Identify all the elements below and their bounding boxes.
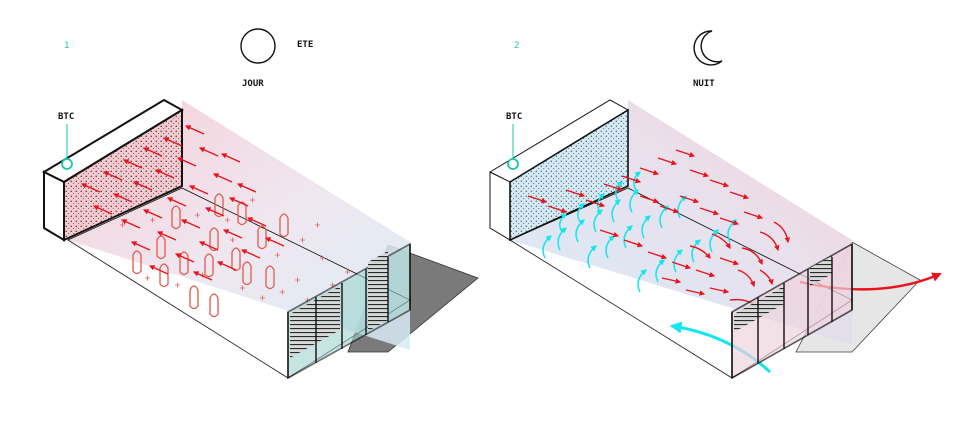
season-label: ETE <box>297 40 313 50</box>
wall-unit-front <box>43 170 65 242</box>
panel-number: 1 <box>64 41 69 51</box>
panel-1: 1 JOUR ETE BTC <box>41 28 479 380</box>
cool-air-arrows <box>542 171 737 293</box>
facade-mullions <box>731 244 853 378</box>
wall-unit-radiant-face <box>509 108 629 242</box>
moon-icon <box>693 30 723 66</box>
cool-air-inflow-arrow <box>669 321 772 374</box>
facade-louvre-left <box>734 286 784 332</box>
sun-icon <box>240 28 276 64</box>
wall-unit-front <box>489 171 511 241</box>
warm-air-arrows <box>80 125 285 281</box>
facade-mullions <box>287 244 411 378</box>
facade-louvre-left <box>290 286 340 358</box>
facade-louvre-right <box>368 251 388 331</box>
occupants <box>132 193 289 318</box>
panel-2: 2 NUIT BTC <box>488 30 942 380</box>
unit-label: BTC <box>506 112 522 122</box>
panel-number: 2 <box>514 41 519 51</box>
period-label: NUIT <box>693 79 715 89</box>
heat-points <box>120 197 350 303</box>
sensor-icon <box>61 158 73 170</box>
warm-air-arrows <box>527 149 791 307</box>
sensor-icon <box>507 158 519 170</box>
facade-louvre-right <box>810 256 832 286</box>
period-label: JOUR <box>242 79 264 89</box>
unit-label: BTC <box>58 112 74 122</box>
